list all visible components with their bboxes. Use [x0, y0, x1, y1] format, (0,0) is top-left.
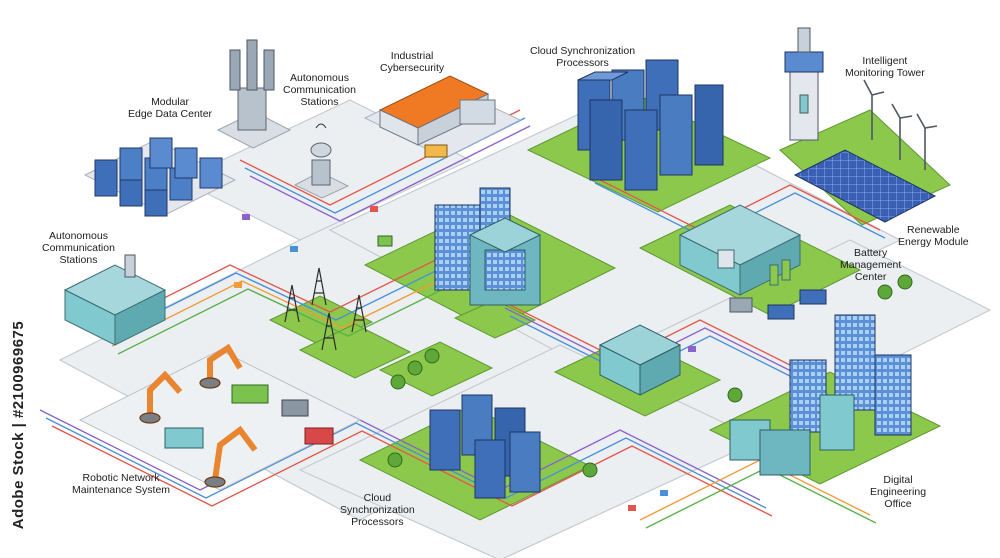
label-line: Synchronization	[340, 504, 415, 516]
digital-engineering-office	[729, 314, 912, 476]
label-line: Autonomous	[289, 72, 349, 84]
label-line: Renewable	[907, 224, 960, 236]
robot-arm	[139, 343, 258, 488]
label-line: Center	[854, 271, 887, 283]
modular-edge-data-center	[83, 137, 237, 217]
label-line: Engineering	[870, 486, 927, 498]
label-line: Cloud Synchronization	[530, 45, 636, 57]
label-line: Cloud	[363, 492, 392, 504]
communication-antenna-tower	[216, 39, 292, 149]
industrial-cybersecurity-building	[363, 75, 522, 159]
label-line: Modular	[151, 96, 189, 108]
label-line: Autonomous	[48, 230, 108, 242]
robotic-maintenance-area	[78, 343, 362, 491]
label-digital-engineering-office: Digital Engineering Office	[870, 474, 926, 510]
cloud-sync-processors-bottom	[429, 394, 541, 499]
wind-turbine	[863, 79, 938, 170]
intelligent-monitoring-tower	[784, 27, 824, 141]
label-robotic-network-maintenance: Robotic Network Maintenance System	[72, 472, 170, 496]
battery-management-center	[678, 204, 827, 320]
label-cloud-sync-bottom: Cloud Synchronization Processors	[340, 492, 415, 528]
label-line: Management	[840, 259, 902, 271]
power-lattice-towers	[284, 267, 367, 351]
label-line: Communication	[42, 242, 115, 254]
watermark-text: Adobe Stock | #2100969675	[10, 320, 27, 530]
label-renewable-energy-module: Renewable Energy Module	[898, 224, 969, 248]
label-autonomous-communication-top: Autonomous Communication Stations	[283, 72, 356, 108]
trees	[387, 274, 913, 478]
label-intelligent-monitoring-tower: Intelligent Monitoring Tower	[845, 55, 925, 79]
label-line: Monitoring Tower	[845, 67, 925, 79]
label-line: Cybersecurity	[380, 62, 445, 74]
label-line: Office	[884, 498, 912, 510]
server-rack	[94, 137, 223, 217]
label-line: Edge Data Center	[128, 108, 213, 120]
label-line: Processors	[351, 516, 404, 528]
label-line: Robotic Network	[82, 472, 160, 484]
label-line: Intelligent	[862, 55, 908, 67]
label-line: Communication	[283, 84, 356, 96]
label-cloud-sync-top: Cloud Synchronization Processors	[530, 45, 635, 69]
label-line: Stations	[59, 254, 98, 266]
renewable-energy-module	[793, 79, 938, 223]
data-packets	[234, 206, 696, 511]
label-line: Processors	[556, 57, 609, 69]
digital-hub-building	[598, 324, 682, 396]
label-line: Stations	[300, 96, 339, 108]
cloud-sync-processors-top	[577, 59, 724, 191]
label-industrial-cybersecurity: Industrial Cybersecurity	[380, 50, 444, 74]
central-office-complex	[434, 187, 542, 306]
satellite-dish-station	[293, 123, 350, 199]
autonomous-communication-station-left	[63, 254, 167, 346]
label-line: Battery	[854, 247, 888, 259]
label-line: Energy Module	[898, 236, 969, 248]
label-line: Digital	[883, 474, 913, 486]
label-modular-edge-data-center: Modular Edge Data Center	[128, 96, 212, 120]
label-line: Maintenance System	[72, 484, 171, 496]
label-line: Industrial	[390, 50, 434, 62]
stock-watermark: Adobe Stock | #2100969675	[4, 300, 28, 550]
label-autonomous-communication-left: Autonomous Communication Stations	[42, 230, 115, 266]
label-battery-management-center: Battery Management Center	[840, 247, 901, 283]
